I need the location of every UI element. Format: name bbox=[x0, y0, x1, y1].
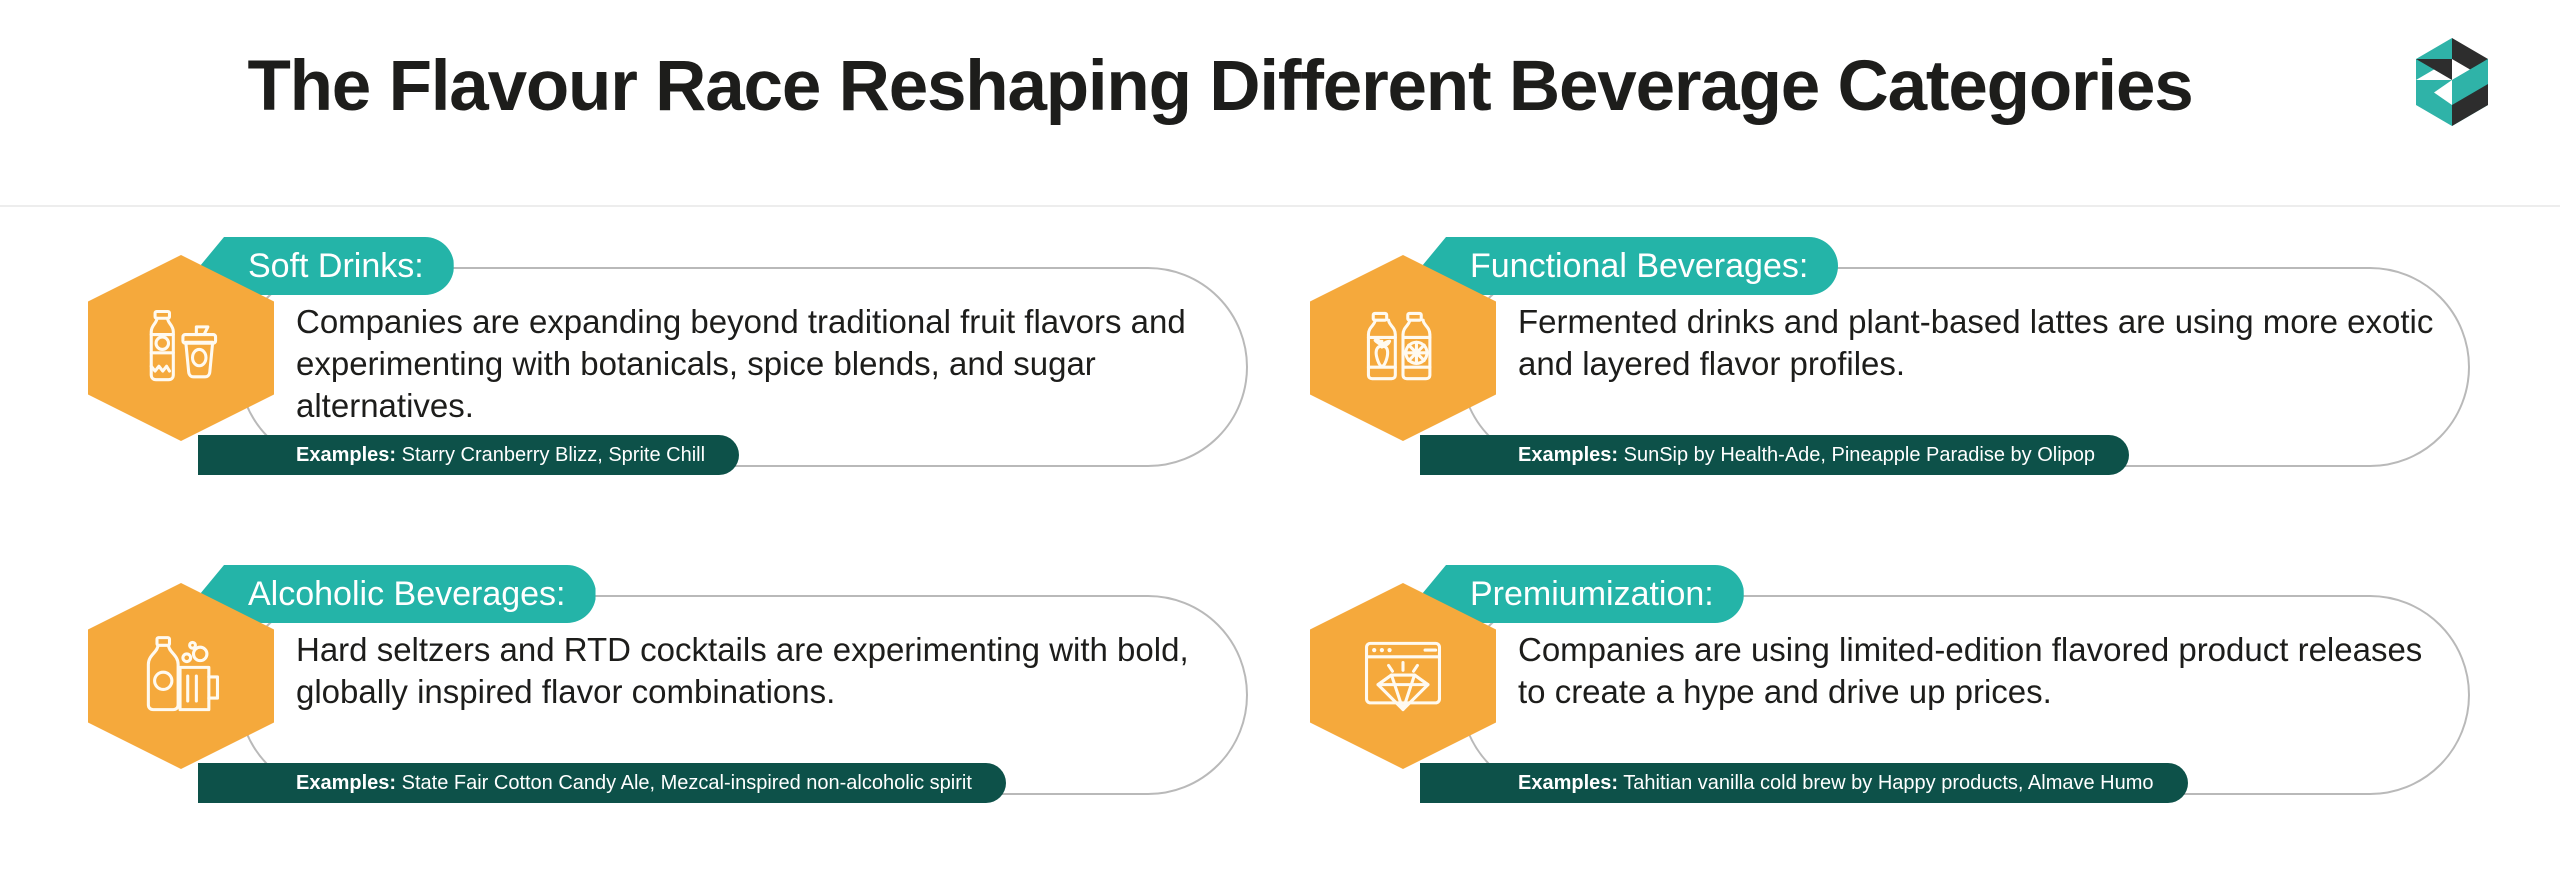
examples-label: Examples: bbox=[296, 772, 397, 794]
card-outline bbox=[238, 267, 1248, 467]
beer-bottle-and-mug-icon bbox=[133, 628, 229, 724]
card-body-premiumization: Companies are using limited-edition flav… bbox=[1518, 631, 2423, 710]
category-card-grid: Soft Drinks: bbox=[0, 207, 2560, 887]
card-icon-badge bbox=[1310, 583, 1496, 769]
card-icon-badge bbox=[1310, 255, 1496, 441]
diamond-window-icon bbox=[1355, 628, 1451, 724]
card-outline bbox=[238, 595, 1248, 795]
page-header: The Flavour Race Reshaping Different Bev… bbox=[0, 0, 2560, 207]
examples-text: State Fair Cotton Candy Ale, Mezcal-insp… bbox=[401, 772, 972, 794]
card-body-alcoholic-beverages: Hard seltzers and RTD cocktails are expe… bbox=[296, 631, 1189, 710]
juice-bottles-icon bbox=[1355, 300, 1451, 396]
card-examples-functional-beverages: Examples: SunSip by Health-Ade, Pineappl… bbox=[1420, 435, 2130, 475]
card-outline bbox=[1460, 595, 2470, 795]
card-title-alcoholic-beverages: Alcoholic Beverages: bbox=[200, 565, 596, 623]
examples-label: Examples: bbox=[296, 444, 397, 466]
category-card-functional-beverages[interactable]: Functional Beverages: bbox=[1310, 237, 2480, 527]
examples-label: Examples: bbox=[1518, 444, 1619, 466]
category-card-alcoholic-beverages[interactable]: Alcoholic Beverages: bbox=[88, 565, 1258, 855]
card-title-soft-drinks: Soft Drinks: bbox=[200, 237, 454, 295]
examples-text: Starry Cranberry Blizz, Sprite Chill bbox=[401, 444, 706, 466]
category-card-premiumization[interactable]: Premiumization: bbox=[1310, 565, 2480, 855]
brand-logo bbox=[2410, 34, 2494, 130]
card-examples-premiumization: Examples: Tahitian vanilla cold brew by … bbox=[1420, 763, 2188, 803]
card-examples-alcoholic-beverages: Examples: State Fair Cotton Candy Ale, M… bbox=[198, 763, 1006, 803]
card-body-soft-drinks: Companies are expanding beyond tradition… bbox=[296, 303, 1186, 424]
category-card-soft-drinks[interactable]: Soft Drinks: bbox=[88, 237, 1258, 527]
card-title-premiumization: Premiumization: bbox=[1422, 565, 1744, 623]
page-title: The Flavour Race Reshaping Different Bev… bbox=[247, 47, 2193, 126]
card-title-functional-beverages: Functional Beverages: bbox=[1422, 237, 1839, 295]
card-examples-soft-drinks: Examples: Starry Cranberry Blizz, Sprite… bbox=[198, 435, 740, 475]
examples-text: Tahitian vanilla cold brew by Happy prod… bbox=[1623, 772, 2154, 794]
examples-text: SunSip by Health-Ade, Pineapple Paradise… bbox=[1623, 444, 2096, 466]
examples-label: Examples: bbox=[1518, 772, 1619, 794]
card-icon-badge bbox=[88, 255, 274, 441]
card-icon-badge bbox=[88, 583, 274, 769]
bottle-and-cup-icon bbox=[133, 300, 229, 396]
card-body-functional-beverages: Fermented drinks and plant-based lattes … bbox=[1518, 303, 2434, 382]
